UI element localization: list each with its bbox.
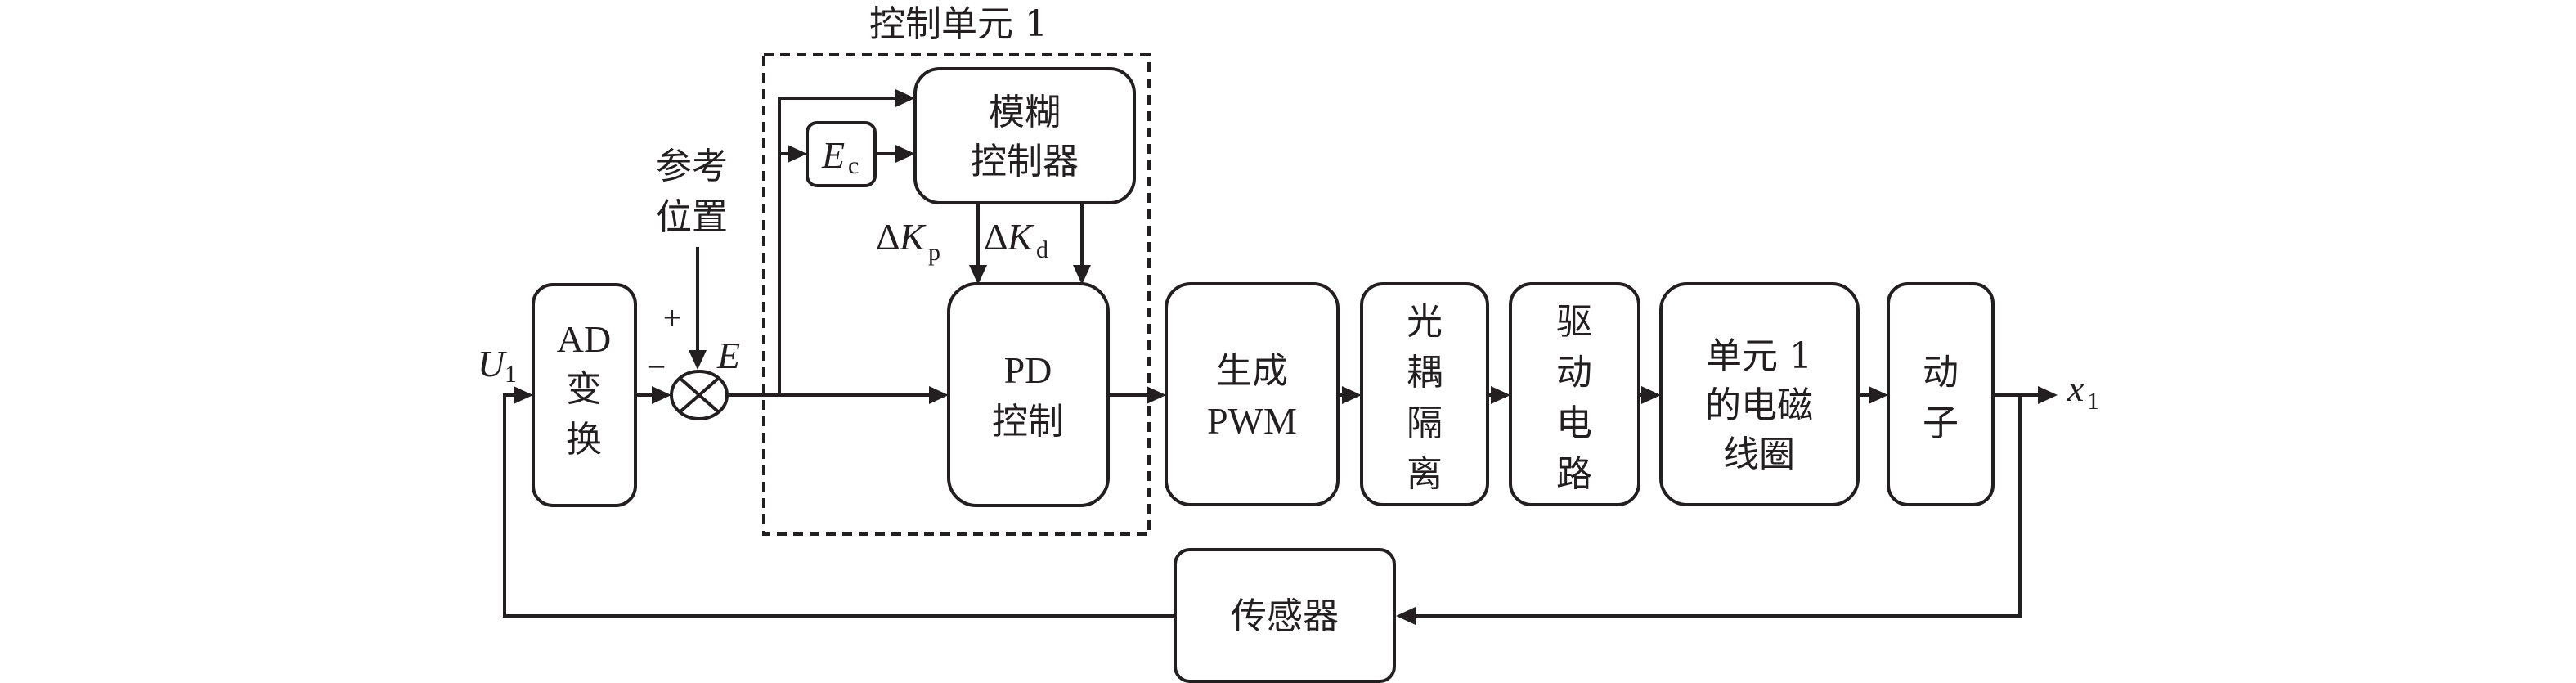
driver-label-line3: 电 [1556,402,1592,444]
kd-symbol: K [1007,216,1034,258]
pd-control-block [947,282,1110,507]
fuzzy-label-line2: 控制器 [971,141,1079,182]
kd-label: Δ K d [984,216,1048,263]
coil-label-line2: 的电磁 [1705,384,1813,426]
driver-input-arrow-icon [1491,386,1510,404]
optocoupler-label-line2: 耦 [1407,352,1443,393]
coil-label-line1: 单元 1 [1706,335,1812,377]
fuzzy-ec-arrow-icon [895,145,915,163]
summing-input-arrow-icon [652,386,671,404]
pwm-input-arrow-icon [1147,386,1166,404]
optocoupler-input-arrow-icon [1342,386,1362,404]
reference-arrow-icon [689,350,707,370]
fuzzy-label-line1: 模糊 [989,92,1061,133]
mover-block [1887,282,1995,506]
ad-label-line1: AD [557,318,611,360]
kp-arrow-icon [969,265,987,285]
driver-label-line1: 驱 [1556,301,1592,343]
kp-symbol: K [899,216,927,258]
pwm-block [1165,282,1340,506]
pwm-label-line2: PWM [1207,400,1297,442]
sensor-input-arrow-icon [1396,607,1416,625]
reference-label-line1: 参考 [656,146,728,187]
optocoupler-label-line1: 光 [1407,301,1443,343]
pd-label-line2: 控制 [992,401,1064,443]
kp-subscript: p [928,239,940,266]
output-signal-subscript: 1 [2087,388,2099,415]
input-signal-symbol: U [478,343,507,384]
ec-input-arrow-icon [788,145,807,163]
ec-symbol: E [821,134,845,176]
pwm-label-line1: 生成 [1216,350,1288,392]
output-arrow-icon [2038,386,2058,404]
mover-label-line1: 动 [1923,352,1959,393]
sensor-block [1174,548,1396,683]
fuzzy-controller-block [913,67,1136,204]
minus-sign: − [648,348,666,385]
optocoupler-label-line3: 隔 [1407,402,1443,444]
ec-subscript: c [848,152,859,179]
kd-subscript: d [1036,236,1048,263]
error-label: E [716,335,740,376]
kd-delta: Δ [984,216,1008,258]
pd-label-line1: PD [1004,349,1052,391]
pd-input-arrow-icon [929,386,949,404]
ad-label-line3: 换 [566,419,602,461]
control-unit-title: 控制单元 1 [869,3,1048,45]
mover-input-arrow-icon [1869,386,1888,404]
ad-input-arrow-icon [514,386,533,404]
driver-label-line4: 路 [1556,453,1592,495]
kp-label: Δ K p [876,216,940,266]
control-unit-boundary [762,53,1151,536]
output-signal-symbol: x [2067,367,2085,409]
mover-label-line2: 子 [1923,402,1959,444]
input-signal-subscript: 1 [505,361,517,388]
fuzzy-input-arrow-icon [895,89,915,107]
optocoupler-label-line4: 离 [1407,453,1443,495]
sensor-label: 传感器 [1231,595,1339,637]
feedback-line-left [503,393,1175,618]
ad-label-line2: 变 [566,368,602,410]
fuzzy-branch-line [778,97,898,395]
kd-arrow-icon [1073,265,1091,285]
driver-label-line2: 动 [1556,352,1592,393]
summing-junction [670,370,729,420]
coil-label-line3: 线圈 [1723,434,1795,475]
kp-delta: Δ [876,216,900,258]
reference-label-line2: 位置 [656,196,728,238]
coil-input-arrow-icon [1641,386,1661,404]
feedback-line-right [1415,395,2022,618]
plus-sign: + [663,299,682,336]
